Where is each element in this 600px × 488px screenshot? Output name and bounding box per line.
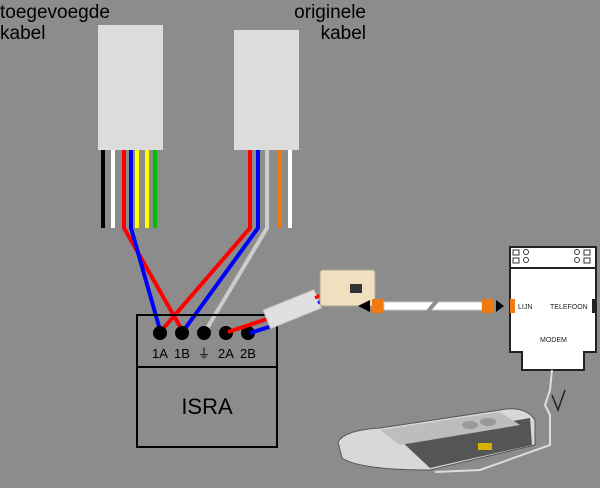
terminal-label-ground: ⏚ <box>197 346 210 361</box>
wall-socket <box>319 269 376 307</box>
splitter-port-phone: TELEFOON <box>550 304 588 311</box>
terminal-label-1b: 1B <box>174 346 190 361</box>
added-cable <box>98 25 184 331</box>
added-cable-label: toegevoegde kabel <box>0 2 110 44</box>
terminal-label-2a: 2A <box>218 346 234 361</box>
modem-router <box>337 408 536 471</box>
original-cable-label-line1: originele <box>294 2 366 23</box>
adsl-splitter: LIJN TELEFOON MODEM <box>509 246 597 371</box>
terminal-1a <box>153 326 167 340</box>
terminal-1b <box>175 326 189 340</box>
terminal-2b <box>241 326 255 340</box>
splitter-port-modem: MODEM <box>540 337 567 344</box>
original-cable <box>160 30 299 332</box>
terminal-ground <box>197 326 211 340</box>
isra-box: 1A 1B ⏚ 2A 2B ISRA <box>136 314 278 448</box>
added-cable-label-line2: kabel <box>0 23 46 44</box>
terminal-label-1a: 1A <box>152 346 168 361</box>
extension-cable <box>227 269 376 335</box>
original-cable-label-line2: kabel <box>320 23 366 44</box>
original-cable-label: originele kabel <box>294 2 366 44</box>
isra-label: ISRA <box>181 394 233 419</box>
terminal-label-2b: 2B <box>240 346 256 361</box>
added-cable-label-line1: toegevoegde <box>0 2 110 23</box>
rj-cable <box>358 295 504 317</box>
splitter-port-line: LIJN <box>518 304 532 311</box>
modem-cable <box>434 369 553 473</box>
